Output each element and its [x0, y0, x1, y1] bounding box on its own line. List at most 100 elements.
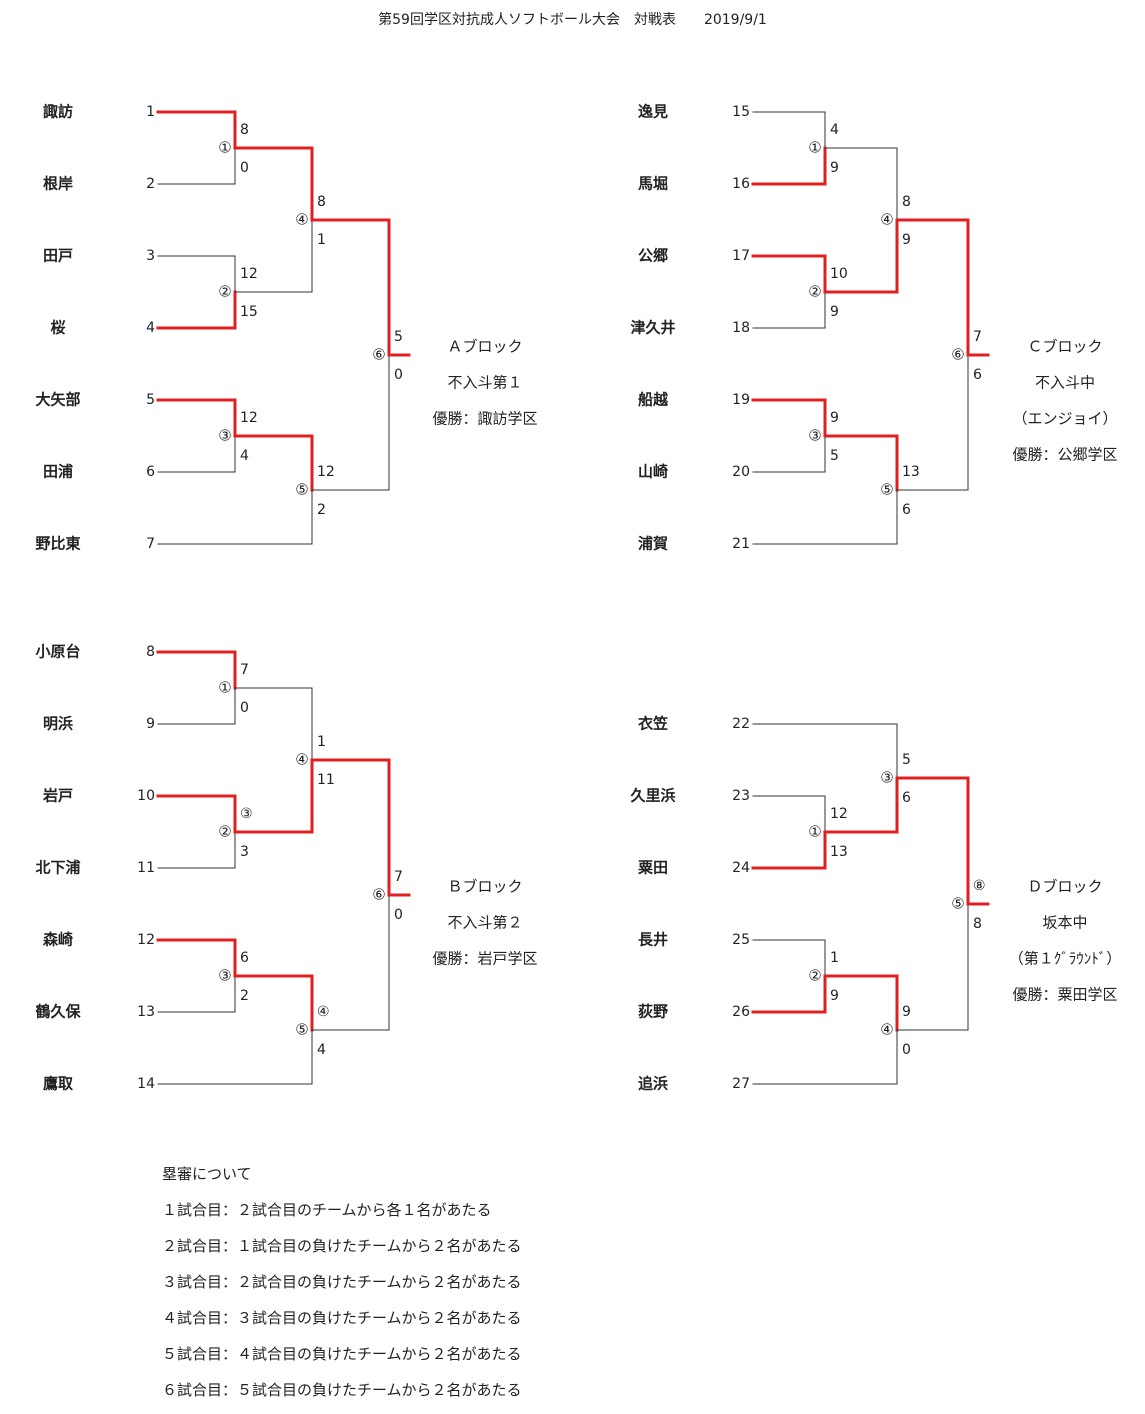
match-score-b: 7: [394, 869, 403, 885]
seed-number-c: 15: [732, 104, 750, 120]
umpire-rule-1: １試合目：２試合目のチームから各１名があたる: [162, 1201, 492, 1219]
team-name-c: 山崎: [638, 463, 668, 481]
match-number-b: ①: [218, 679, 231, 697]
team-name-c: 馬堀: [638, 175, 668, 193]
match-score-d: 8: [973, 916, 982, 932]
team-name-a: 田戸: [43, 247, 73, 265]
team-name-c: 津久井: [630, 319, 675, 337]
seed-number-b: 13: [137, 1004, 155, 1020]
match-score-a: 12: [317, 464, 335, 480]
umpire-heading: 塁審について: [162, 1165, 252, 1183]
match-score-d: 9: [902, 1004, 911, 1020]
block-info-b: Ｂブロック: [447, 878, 522, 896]
match-score-c: 9: [830, 304, 839, 320]
seed-number-d: 23: [732, 788, 750, 804]
match-score-a: 8: [317, 194, 326, 210]
match-score-c: 6: [973, 367, 982, 383]
seed-number-a: 2: [146, 176, 155, 192]
team-name-b: 森崎: [43, 931, 73, 949]
team-name-d: 粟田: [637, 859, 668, 877]
seed-number-c: 21: [732, 536, 750, 552]
umpire-rule-2: ２試合目：１試合目の負けたチームから２名があたる: [162, 1237, 522, 1255]
match-number-c: ⑥: [951, 346, 964, 364]
match-number-d: ③: [880, 769, 893, 787]
block-info-d: （第１ｸﾞﾗｳﾝﾄﾞ）: [1009, 950, 1122, 968]
match-score-b: 11: [317, 772, 335, 788]
match-score-a: 12: [240, 266, 258, 282]
match-score-b: 2: [240, 988, 249, 1004]
team-name-a: 野比東: [35, 535, 80, 553]
seed-number-b: 11: [137, 860, 155, 876]
seed-number-d: 22: [732, 716, 750, 732]
team-name-d: 衣笠: [638, 715, 668, 733]
seed-number-a: 3: [146, 248, 155, 264]
match-score-c: 5: [830, 448, 839, 464]
team-name-a: 大矢部: [35, 391, 80, 409]
team-name-a: 田浦: [43, 463, 73, 481]
match-number-b: ③: [218, 967, 231, 985]
team-name-c: 船越: [638, 391, 669, 409]
match-score-a: 0: [394, 367, 403, 383]
match-number-b: ②: [218, 823, 231, 841]
match-score-d: 0: [902, 1042, 911, 1058]
seed-number-c: 20: [732, 464, 750, 480]
seed-number-c: 19: [732, 392, 750, 408]
team-name-d: 久里浜: [630, 787, 675, 805]
match-score-b: 0: [240, 700, 249, 716]
seed-number-d: 27: [732, 1076, 750, 1092]
match-score-b: ④: [317, 1004, 330, 1020]
match-score-a: 1: [317, 232, 326, 248]
seed-number-b: 12: [137, 932, 155, 948]
team-name-b: 小原台: [35, 643, 80, 661]
match-score-b: 4: [317, 1042, 326, 1058]
block-info-d: 優勝：粟田学区: [1012, 986, 1117, 1004]
match-number-c: ⑤: [880, 481, 893, 499]
match-score-a: 5: [394, 329, 403, 345]
seed-number-c: 17: [732, 248, 750, 264]
seed-number-d: 25: [732, 932, 750, 948]
block-info-c: Ｃブロック: [1027, 338, 1102, 356]
match-number-a: ③: [218, 427, 231, 445]
team-name-a: 根岸: [43, 175, 73, 193]
umpire-notes: 塁審について １試合目：２試合目のチームから各１名があたる ２試合目：１試合目の…: [162, 1162, 522, 1414]
seed-number-b: 14: [137, 1076, 155, 1092]
seed-number-c: 18: [732, 320, 750, 336]
umpire-rule-5: ５試合目：４試合目の負けたチームから２名があたる: [162, 1345, 522, 1363]
seed-number-a: 1: [146, 104, 155, 120]
match-score-c: 9: [902, 232, 911, 248]
match-score-d: 12: [830, 806, 848, 822]
seed-number-b: 10: [137, 788, 155, 804]
match-number-a: ②: [218, 283, 231, 301]
team-name-c: 公郷: [638, 247, 668, 265]
match-score-c: 10: [830, 266, 848, 282]
team-name-b: 北下浦: [35, 859, 80, 877]
seed-number-a: 4: [146, 320, 155, 336]
match-score-c: 9: [830, 410, 839, 426]
block-info-c: 不入斗中: [1035, 374, 1095, 392]
match-score-b: 1: [317, 734, 326, 750]
block-info-c: 優勝：公郷学区: [1012, 446, 1117, 464]
match-score-a: 8: [240, 122, 249, 138]
match-score-d: 6: [902, 790, 911, 806]
match-score-c: 6: [902, 502, 911, 518]
team-name-a: 桜: [50, 319, 65, 337]
match-number-c: ④: [880, 211, 893, 229]
match-score-b: 0: [394, 907, 403, 923]
block-info-a: 不入斗第１: [447, 374, 522, 392]
seed-number-d: 26: [732, 1004, 750, 1020]
match-score-b: 7: [240, 662, 249, 678]
block-info-a: Ａブロック: [447, 338, 522, 356]
block-info-a: 優勝：諏訪学区: [432, 410, 537, 428]
seed-number-c: 16: [732, 176, 750, 192]
match-number-d: ④: [880, 1021, 893, 1039]
match-score-c: 8: [902, 194, 911, 210]
team-name-c: 浦賀: [638, 535, 668, 553]
match-score-b: 3: [240, 844, 249, 860]
block-info-d: 坂本中: [1042, 914, 1087, 932]
match-number-a: ④: [295, 211, 308, 229]
seed-number-a: 6: [146, 464, 155, 480]
seed-number-d: 24: [732, 860, 750, 876]
match-number-c: ③: [808, 427, 821, 445]
page-title: 第59回学区対抗成人ソフトボール大会 対戦表 2019/9/1: [378, 12, 767, 28]
seed-number-a: 5: [146, 392, 155, 408]
